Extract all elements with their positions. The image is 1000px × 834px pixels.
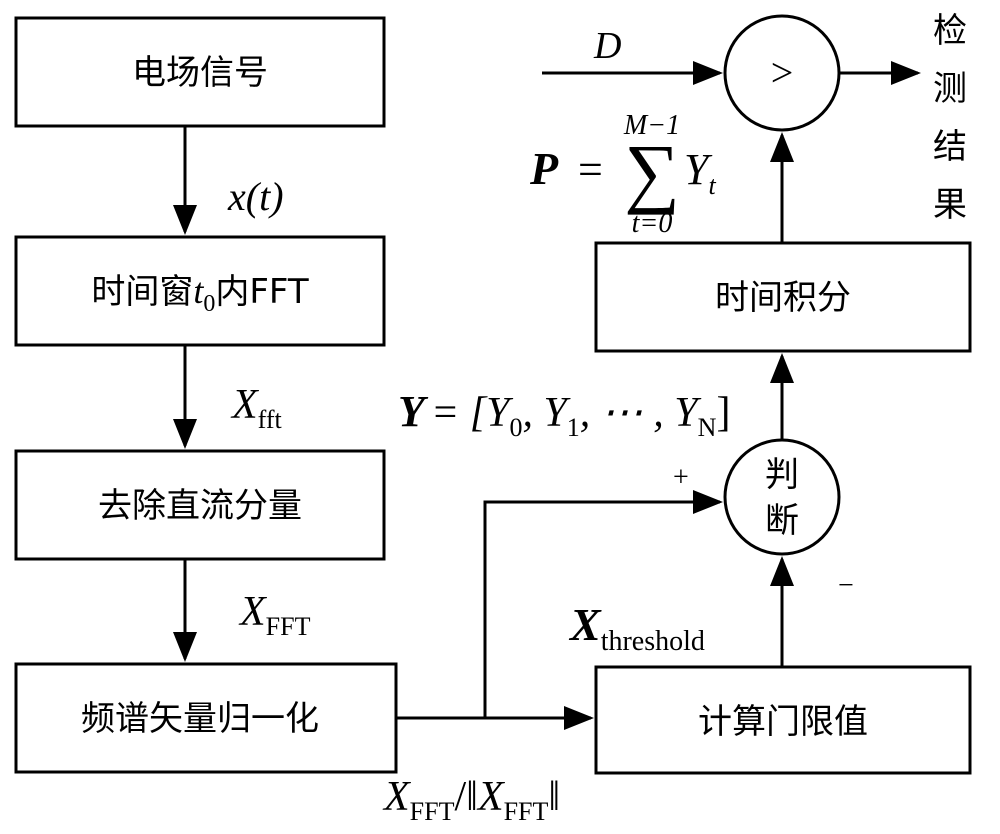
y1-sub: 1	[567, 413, 580, 442]
time-integration-label: 时间积分	[715, 278, 851, 318]
arrow-normalize-to-judge	[483, 490, 723, 718]
result-char-2: 测	[933, 69, 967, 109]
normalize-box	[14, 662, 398, 774]
remove-dc-label: 去除直流分量	[98, 486, 302, 526]
fft-window-t: t	[193, 271, 204, 311]
sum-term: Yt	[684, 145, 716, 200]
fft-window-suffix: 内FFT	[215, 272, 309, 312]
x-FFT-label: XFFT	[238, 589, 311, 641]
remove-dc-box	[14, 449, 386, 561]
norm-x1-sub: FFT	[410, 797, 455, 826]
normalized-expression: XFFT/‖XFFT‖	[382, 774, 560, 826]
judge-bottom-char: 断	[765, 501, 799, 541]
sum-term-y: Y	[684, 145, 713, 194]
electric-field-signal-label: 电场信号	[132, 53, 268, 93]
judge-top-char: 判	[765, 455, 799, 495]
x-fft-main: X	[230, 382, 260, 428]
normalize-label: 频谱矢量归一化	[81, 699, 319, 739]
y-vector-equation: Y= [Y0, Y1, ⋯ , YN]	[398, 387, 730, 442]
p-lhs: P	[529, 143, 559, 194]
norm-x2: X	[476, 774, 506, 820]
x-t-label: x(t)	[227, 174, 284, 219]
fft-window-prefix: 时间窗	[91, 272, 193, 312]
sum-term-sub: t	[708, 171, 716, 200]
result-char-3: 结	[933, 127, 967, 167]
fft-window-label: 时间窗t0内FFT	[91, 271, 309, 317]
y-vector-close: ]	[716, 390, 730, 436]
p-equals: =	[578, 145, 603, 194]
fft-window-sub: 0	[203, 291, 215, 317]
result-char-1: 检	[933, 11, 967, 51]
norm-x2-sub: FFT	[504, 797, 549, 826]
threshold-calc-label: 计算门限值	[698, 702, 868, 742]
x-fft-sub: fft	[258, 405, 283, 434]
norm-separator: /‖	[454, 774, 477, 820]
result-char-4: 果	[933, 185, 967, 225]
norm-x1: X	[382, 774, 412, 820]
electric-field-signal-box	[14, 16, 386, 128]
minus-sign: −	[838, 570, 854, 601]
fft-window-box	[14, 235, 386, 347]
y1-text: , Y	[522, 390, 571, 436]
x-threshold-sub: threshold	[601, 626, 705, 657]
y-vector-lhs: Y	[398, 387, 429, 436]
x-threshold-main: X	[568, 599, 602, 650]
sum-symbol: ∑	[624, 128, 680, 215]
y-vector-open: = [Y	[431, 390, 514, 436]
x-FFT-sub: FFT	[266, 612, 311, 641]
yN-sub: N	[698, 413, 717, 442]
d-label: D	[593, 25, 621, 67]
time-integration-box	[594, 241, 972, 353]
y-dots: , ⋯ , Y	[580, 390, 703, 436]
x-fft-label: Xfft	[230, 382, 283, 434]
x-threshold-label: Xthreshold	[568, 599, 705, 657]
y0-sub: 0	[509, 413, 522, 442]
sum-lower-limit: t=0	[632, 208, 673, 239]
x-FFT-main: X	[238, 589, 268, 635]
norm-end: ‖	[548, 774, 560, 820]
plus-sign: +	[673, 462, 689, 493]
compare-symbol: >	[771, 50, 794, 95]
sum-upper-limit: M−1	[623, 110, 680, 141]
